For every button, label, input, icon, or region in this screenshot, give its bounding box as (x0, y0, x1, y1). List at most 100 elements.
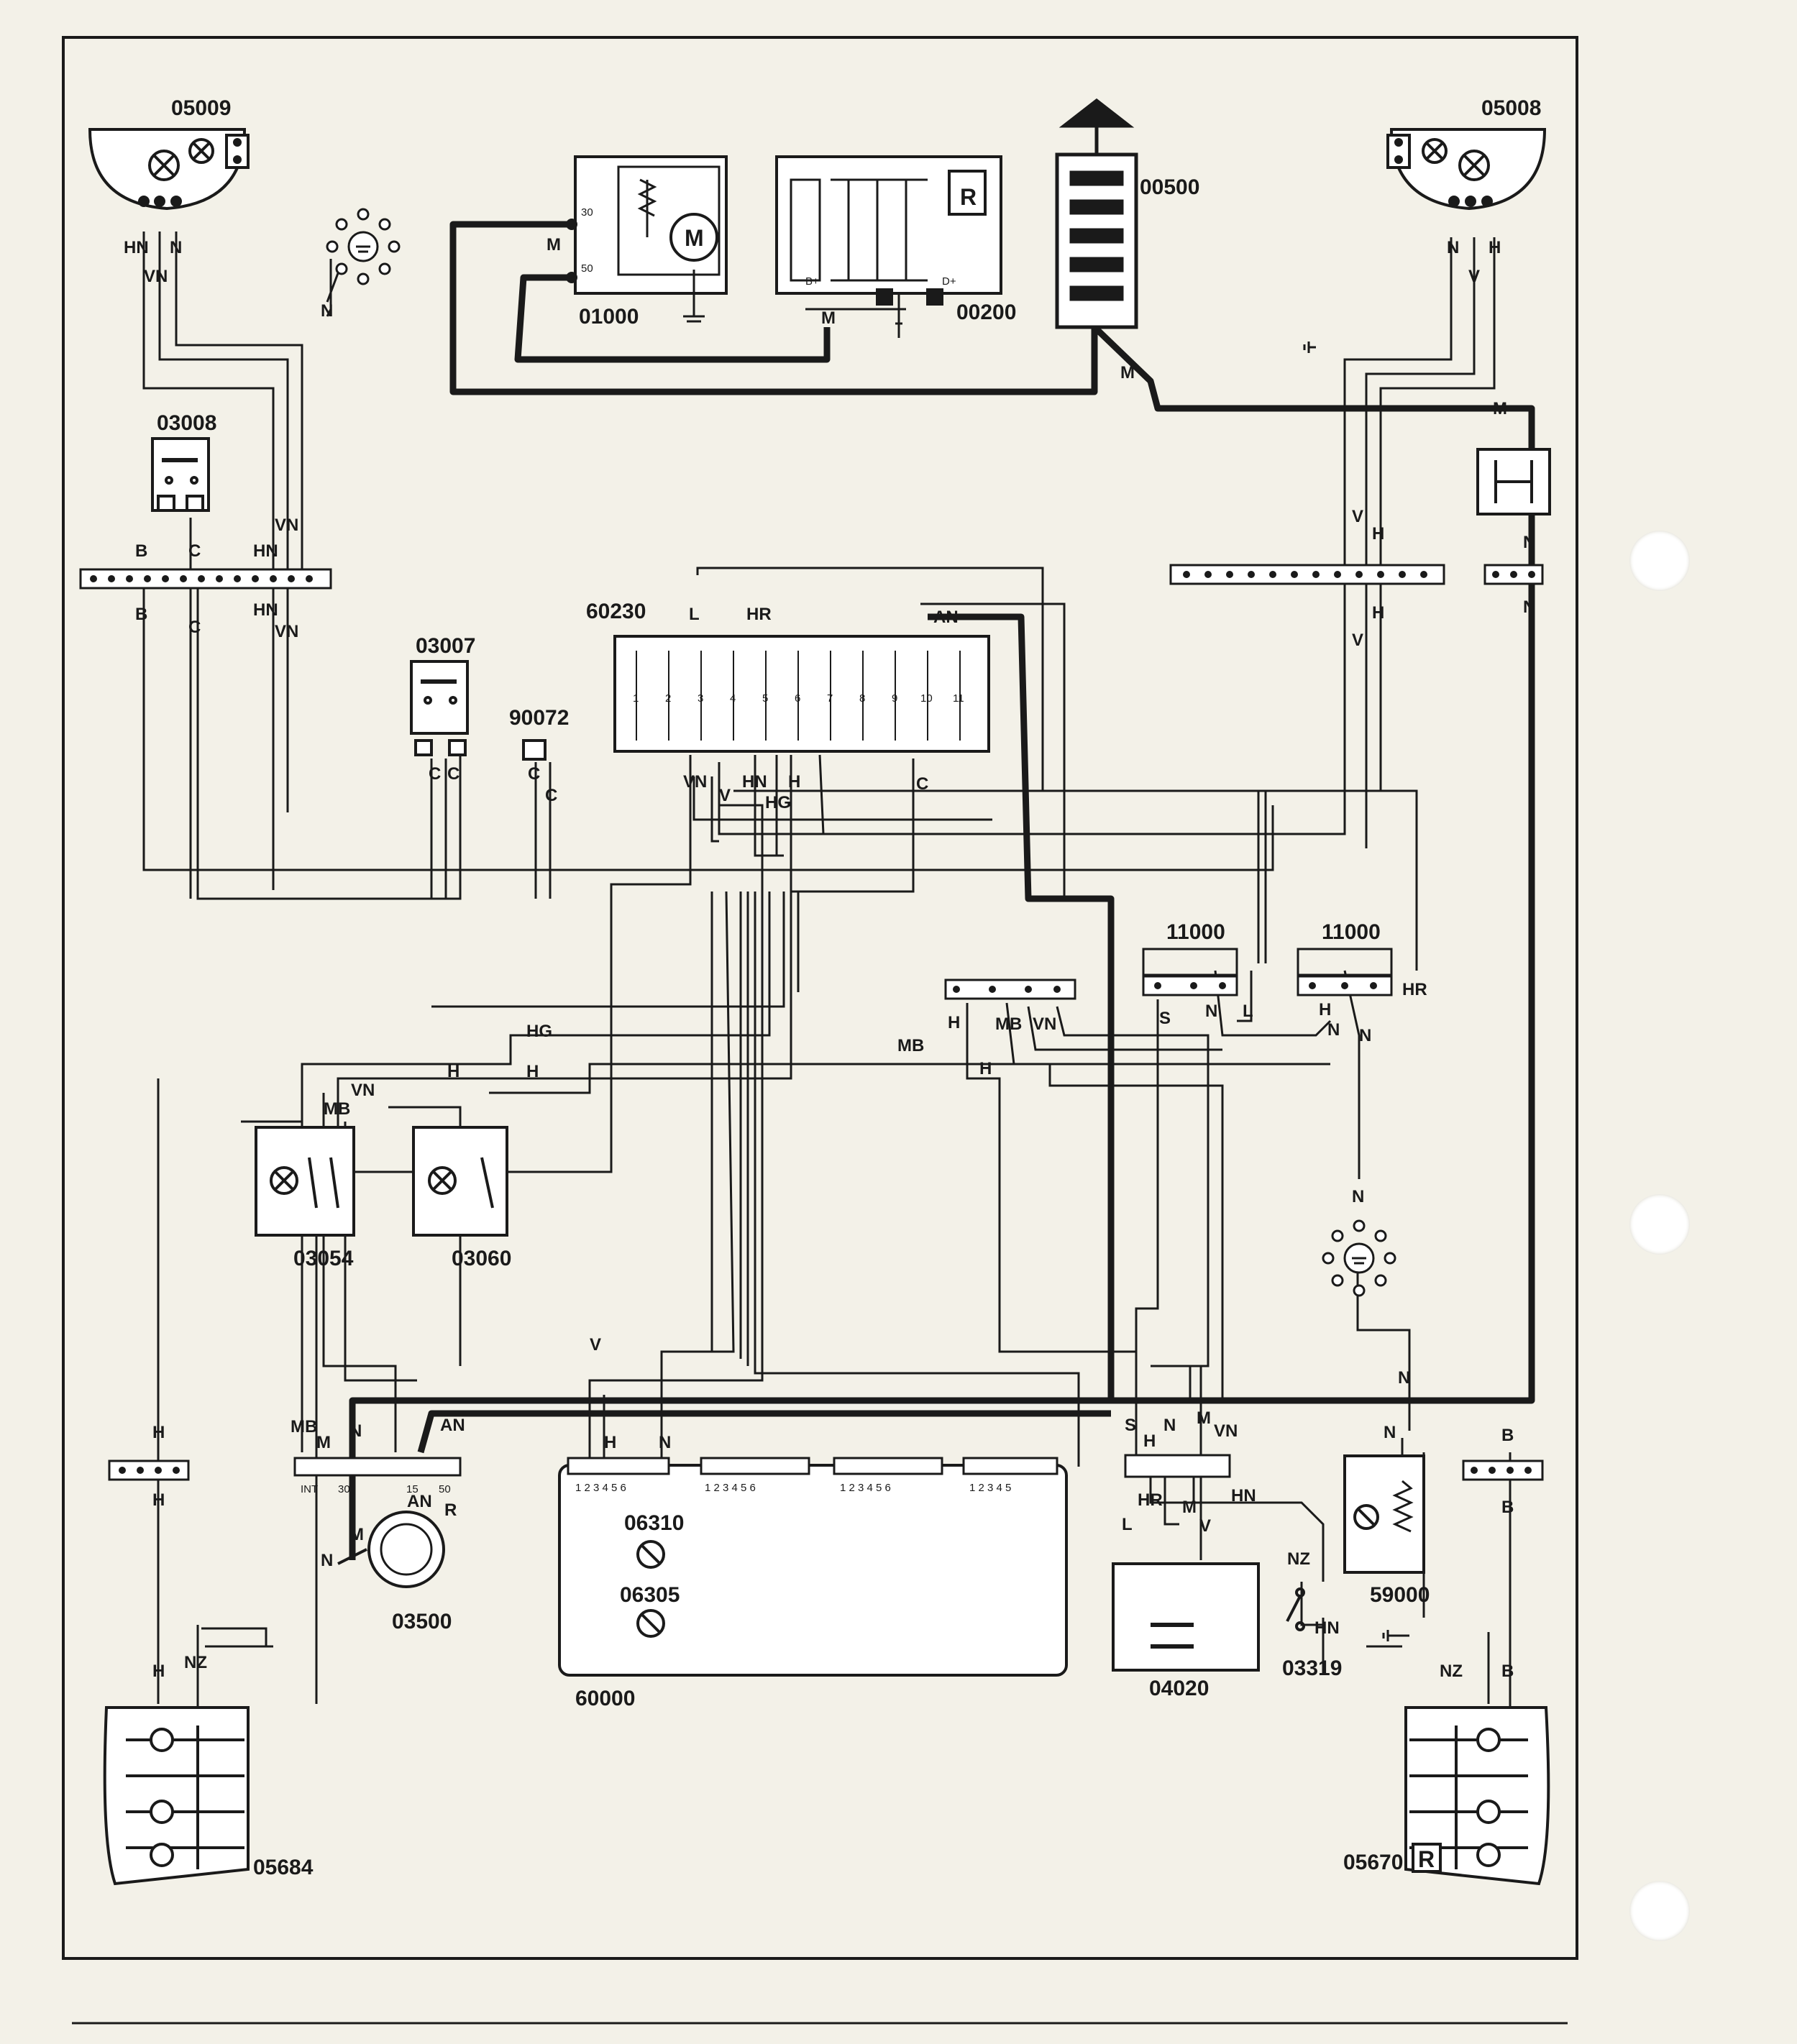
wire-label: MB (995, 1014, 1022, 1034)
wire-label: B (135, 541, 147, 561)
wire-label: HR (746, 605, 772, 624)
wire-label: VN (1033, 1014, 1056, 1034)
fuse-number: 4 (730, 692, 736, 705)
alternator-00200 (775, 155, 1002, 338)
wire-label: N (1327, 1020, 1340, 1040)
fuse-number: 6 (795, 692, 800, 705)
label-05009: 05009 (171, 96, 231, 120)
wire-label: H (604, 1433, 616, 1452)
wire-label: HR (1138, 1490, 1163, 1510)
ground-point-right (1322, 1219, 1396, 1297)
wire-label: N (321, 301, 333, 321)
wire-label: AN (407, 1492, 432, 1511)
diagram-frame (62, 36, 1578, 1960)
label-00500: 00500 (1140, 175, 1199, 199)
label-05670: 05670 (1343, 1851, 1403, 1874)
wire-labels: HN N VN N N V H M M M M V H H V N N B C … (124, 235, 1535, 1681)
wire-label: HG (526, 1022, 552, 1041)
panel-r-symbol: R (1418, 1846, 1435, 1872)
wire-label: N (1205, 1002, 1217, 1021)
connector-90072 (522, 739, 547, 761)
wire-label: MB (897, 1036, 924, 1055)
label-03008: 03008 (157, 411, 216, 435)
wire-label: S (1125, 1416, 1136, 1435)
label-06310: 06310 (624, 1511, 684, 1535)
wire-label: C (916, 774, 928, 794)
terminal-dots (90, 571, 1535, 1474)
wire-label: N (1359, 1026, 1371, 1045)
wire-label: B (1501, 1498, 1514, 1517)
label-11000-b: 11000 (1322, 920, 1381, 944)
wire-label: H (1143, 1431, 1156, 1451)
wire-label: VN (144, 267, 168, 286)
wire-label: H (152, 1662, 165, 1681)
earth-symbols (201, 342, 1409, 1648)
wire-label: AN (933, 608, 959, 627)
wire-label: HN (1231, 1486, 1256, 1505)
wire-label: H (1372, 603, 1384, 623)
binder-hole-middle (1629, 1194, 1690, 1255)
wire-label: H (526, 1062, 539, 1081)
label-05008: 05008 (1481, 96, 1541, 120)
wire-label: S (1159, 1009, 1171, 1028)
wire-label: NZ (184, 1653, 207, 1672)
wire-label: L (1243, 1002, 1253, 1021)
wire-label: N (1384, 1423, 1396, 1442)
pin-sw-30: 30 (338, 1483, 350, 1495)
wire-label: V (719, 786, 731, 805)
wire-label: HG (765, 793, 791, 812)
wire-label: H (1319, 1000, 1331, 1019)
wire-label: B (1501, 1426, 1514, 1445)
warning-lamp-06305 (636, 1609, 665, 1638)
cluster-pins-4: 1 2 3 4 5 (969, 1482, 1011, 1494)
pin-starter-50: 50 (581, 262, 593, 275)
label-59000: 59000 (1370, 1583, 1430, 1607)
wire-label: V (1468, 267, 1480, 286)
headlamp-right-05008 (1386, 128, 1547, 211)
label-03500: 03500 (392, 1610, 452, 1633)
pin-sw-15: 15 (406, 1483, 419, 1495)
power-wires (349, 221, 1535, 1560)
wire-label: VN (275, 622, 298, 641)
fuse-number: 7 (827, 692, 833, 705)
wire-label: L (1122, 1515, 1133, 1534)
warning-lamp-06310 (636, 1540, 665, 1569)
label-00200: 00200 (956, 301, 1016, 324)
cluster-pins-3: 1 2 3 4 5 6 (840, 1482, 891, 1494)
rear-light-left-05684 (103, 1706, 250, 1886)
wire-label: HN (742, 772, 767, 792)
relay-03007 (410, 660, 469, 756)
pin-alt-dplus: D+ (942, 275, 956, 288)
fuse-number: 10 (920, 692, 933, 705)
wire-label: L (689, 605, 700, 624)
wire-label: C (528, 764, 540, 784)
wire-label: M (821, 308, 836, 328)
wire-label: N (1523, 597, 1535, 617)
pin-alt-bplus: B+ (805, 275, 819, 288)
terminal-strips (79, 564, 1544, 1481)
wire-label: M (1182, 1498, 1197, 1517)
wire-label: NZ (1440, 1662, 1463, 1681)
wire-label: N (321, 1551, 333, 1570)
fuse-number: 11 (953, 692, 964, 705)
wire-label: VN (683, 772, 707, 792)
wire-label: C (429, 764, 441, 784)
wire-label: H (152, 1423, 165, 1442)
signal-wires (142, 232, 1512, 1726)
wire-label: N (1163, 1416, 1176, 1435)
regulator-symbol: R (960, 184, 977, 210)
label-04020: 04020 (1149, 1677, 1209, 1700)
wire-label: HN (253, 541, 278, 561)
starter-motor-01000 (566, 155, 728, 323)
wire-label: H (1372, 524, 1384, 544)
wire-label: N (349, 1421, 362, 1441)
pin-sw-int: INT (301, 1483, 318, 1495)
wire-label: M (547, 235, 561, 255)
binder-hole-bottom (1629, 1881, 1690, 1941)
switch-03319 (1286, 1587, 1305, 1631)
relay-11000-b (1297, 948, 1393, 976)
wire-label: VN (275, 515, 298, 535)
label-03054: 03054 (293, 1247, 354, 1270)
wire-label: V (1199, 1516, 1211, 1536)
